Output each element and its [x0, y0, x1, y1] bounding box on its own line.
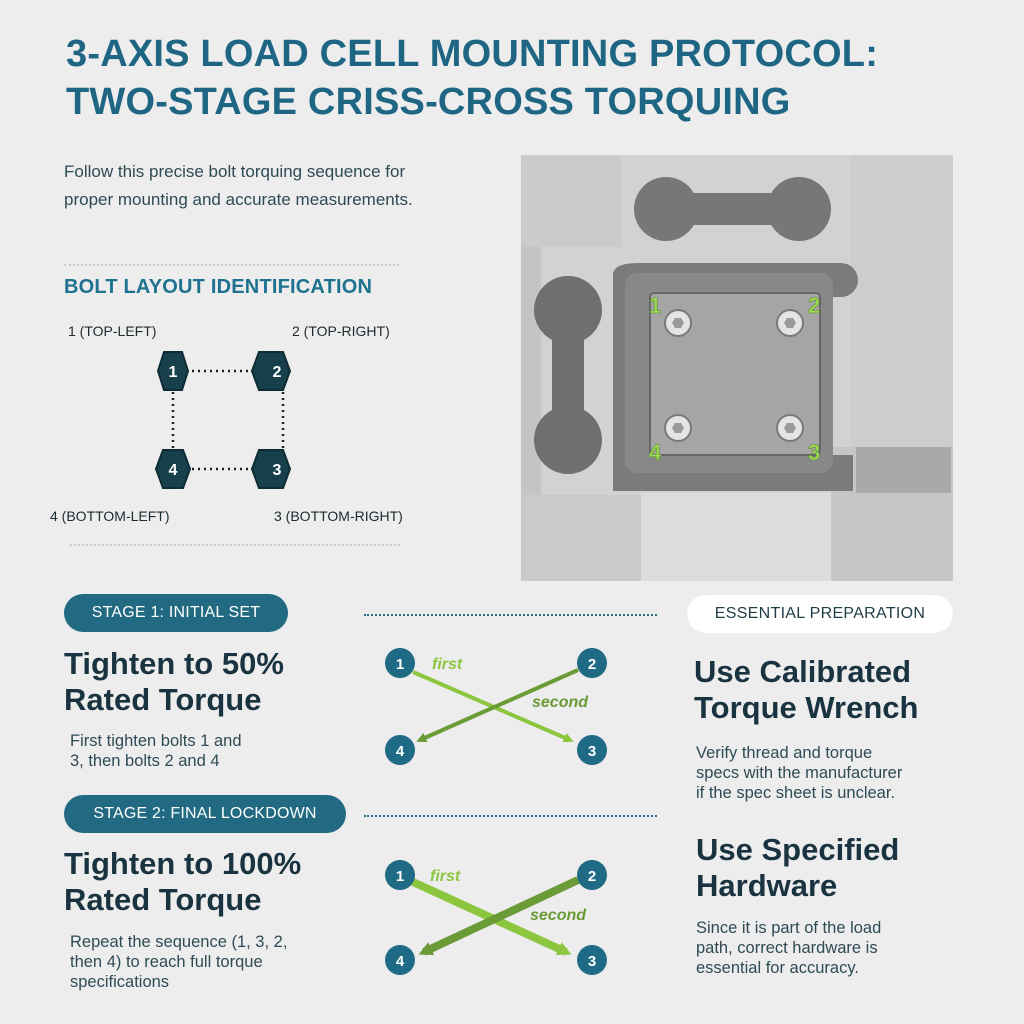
- bolt-label-2: 2 (TOP-RIGHT): [292, 323, 390, 339]
- prep-item-1-body-line-2: specs with the manufacturer: [696, 764, 903, 782]
- svg-text:4: 4: [396, 953, 405, 970]
- bolt-label-4: 4 (BOTTOM-LEFT): [50, 508, 170, 524]
- stage-2-node-4: 4: [385, 945, 415, 975]
- title-line-1: 3-AXIS LOAD CELL MOUNTING PROTOCOL:: [66, 33, 879, 75]
- prep-item-1-heading-line-1: Use Calibrated: [694, 654, 912, 689]
- stage-2-pill: STAGE 2: FINAL LOCKDOWN: [64, 795, 346, 833]
- hex-bolt-4: 4: [154, 449, 192, 489]
- prep-item-2-heading-line-1: Use Specified: [696, 832, 900, 867]
- prep-item-2-heading: Use Specified Hardware: [696, 832, 899, 904]
- svg-text:2: 2: [588, 868, 596, 885]
- photo-number-4: 4: [649, 440, 662, 465]
- divider-top: [64, 264, 399, 266]
- stage-1-node-2: 2: [577, 648, 607, 678]
- bolt-connection-lines: [171, 369, 285, 471]
- stage-1-first-arrow: [412, 670, 574, 743]
- stage-1-node-3: 3: [577, 735, 607, 765]
- essential-preparation-pill: ESSENTIAL PREPARATION: [687, 595, 953, 633]
- stage-1-divider: [364, 614, 657, 616]
- stage-1-heading: Tighten to 50% Rated Torque: [64, 646, 284, 718]
- load-cell-photo: 1 2 4 3: [521, 155, 953, 581]
- prep-item-1-heading: Use Calibrated Torque Wrench: [694, 654, 918, 726]
- prep-item-2-body: Since it is part of the load path, corre…: [696, 918, 881, 978]
- stage-1-body-line-1: First tighten bolts 1 and: [70, 732, 242, 750]
- svg-text:2: 2: [588, 656, 596, 673]
- photo-bolt-2: [776, 309, 804, 337]
- hex-bolt-3: 3: [250, 449, 292, 489]
- photo-number-2: 2: [808, 293, 820, 318]
- stage-1-first-label: first: [432, 656, 463, 673]
- top-slot: [634, 177, 831, 241]
- stage-2-node-2: 2: [577, 860, 607, 890]
- hex-bolt-1-label: 1: [169, 364, 178, 381]
- intro-text: Follow this precise bolt torquing sequen…: [64, 162, 413, 209]
- photo-bolt-3: [776, 414, 804, 442]
- bolt-layout-diagram: 1 2 4 3: [154, 351, 292, 489]
- stage-1-body-line-2: 3, then bolts 2 and 4: [70, 752, 220, 770]
- hex-bolt-1: 1: [156, 351, 190, 391]
- prep-item-2-heading-line-2: Hardware: [696, 868, 838, 903]
- stage-2-body-line-2: then 4) to reach full torque: [70, 953, 263, 971]
- prep-item-1-body-line-1: Verify thread and torque: [696, 744, 873, 762]
- stage-1-heading-line-2: Rated Torque: [64, 682, 262, 717]
- photo-number-3: 3: [808, 440, 820, 465]
- page-title: 3-AXIS LOAD CELL MOUNTING PROTOCOL: TWO-…: [66, 30, 966, 126]
- stage-1-second-arrow: [416, 668, 579, 743]
- stage-2-node-3: 3: [577, 945, 607, 975]
- photo-bolt-1: [664, 309, 692, 337]
- svg-text:1: 1: [396, 656, 404, 673]
- stage-1-node-4: 4: [385, 735, 415, 765]
- prep-item-2-body-line-2: path, correct hardware is: [696, 939, 878, 957]
- stage-2-sequence-diagram: 1 2 4 3 first second: [385, 860, 607, 975]
- stage-2-heading-line-1: Tighten to 100%: [64, 846, 302, 881]
- prep-item-1-heading-line-2: Torque Wrench: [694, 690, 919, 725]
- stage-2-divider: [364, 815, 657, 817]
- stage-2-body-line-1: Repeat the sequence (1, 3, 2,: [70, 933, 288, 951]
- stage-1-sequence-diagram: 1 2 4 3 first second: [385, 648, 607, 765]
- left-slot: [534, 276, 602, 474]
- prep-item-2-body-line-1: Since it is part of the load: [696, 919, 882, 937]
- bolt-label-3: 3 (BOTTOM-RIGHT): [274, 508, 403, 524]
- hex-bolt-2-label: 2: [273, 364, 282, 381]
- svg-text:3: 3: [588, 953, 596, 970]
- stage-1-second-label: second: [532, 694, 589, 711]
- stage-2-heading: Tighten to 100% Rated Torque: [64, 846, 301, 918]
- divider-bottom: [70, 544, 400, 546]
- mounting-plate: [649, 292, 821, 456]
- stage-2-body-line-3: specifications: [70, 973, 170, 991]
- stage-2-second-arrow: [418, 876, 580, 956]
- stage-2-node-1: 1: [385, 860, 415, 890]
- photo-bolt-4: [664, 414, 692, 442]
- hex-bolt-4-label: 4: [169, 462, 178, 479]
- stage-2-heading-line-2: Rated Torque: [64, 882, 262, 917]
- hex-bolt-3-label: 3: [273, 462, 282, 479]
- stage-2-first-label: first: [430, 868, 461, 885]
- title-line-2: TWO-STAGE CRISS-CROSS TORQUING: [66, 81, 791, 123]
- hex-bolt-2: 2: [250, 351, 292, 391]
- photo-number-1: 1: [649, 293, 661, 318]
- svg-text:3: 3: [588, 743, 596, 760]
- svg-text:1: 1: [396, 868, 404, 885]
- prep-item-1-body: Verify thread and torque specs with the …: [696, 743, 902, 803]
- bolt-label-1: 1 (TOP-LEFT): [68, 323, 157, 339]
- svg-text:4: 4: [396, 743, 405, 760]
- stage-1-node-1: 1: [385, 648, 415, 678]
- stage-1-heading-line-1: Tighten to 50%: [64, 646, 284, 681]
- prep-item-2-body-line-3: essential for accuracy.: [696, 959, 859, 977]
- stage-2-second-label: second: [530, 907, 587, 924]
- prep-item-1-body-line-3: if the spec sheet is unclear.: [696, 784, 896, 802]
- stage-1-pill: STAGE 1: INITIAL SET: [64, 594, 288, 632]
- stage-2-body: Repeat the sequence (1, 3, 2, then 4) to…: [70, 932, 287, 992]
- bolt-layout-heading: BOLT LAYOUT IDENTIFICATION: [64, 276, 373, 298]
- stage-1-body: First tighten bolts 1 and 3, then bolts …: [70, 731, 242, 771]
